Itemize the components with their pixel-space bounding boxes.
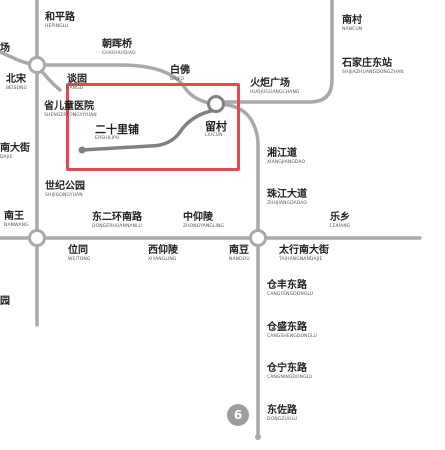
station-label-dong-erhuan-nanlu[interactable]: 东二环南路 DONGERHUANNANLU bbox=[92, 212, 142, 229]
station-label-baifo[interactable]: 白佛 BAIFO bbox=[170, 65, 190, 82]
station-ershilipu-terminal bbox=[78, 146, 86, 154]
line-badge-label: 6 bbox=[233, 408, 243, 422]
station-label-cangfeng-donglu[interactable]: 仓丰东路 CANGFENGDONGLU bbox=[267, 280, 314, 297]
edge-label-bottom: 园 bbox=[0, 296, 10, 307]
edge-label-mid: 南大街 DAJIE bbox=[0, 143, 30, 160]
station-label-ershilipu[interactable]: 二十里铺 ERSHILIPU bbox=[95, 123, 139, 141]
station-label-weitong[interactable]: 位同 WEITONG bbox=[68, 245, 91, 262]
station-beisong-transfer bbox=[28, 56, 46, 74]
station-label-nandou[interactable]: 南豆 NANDOU bbox=[229, 245, 250, 262]
station-nandou-transfer bbox=[249, 229, 267, 247]
station-label-cangsheng-donglu[interactable]: 仓盛东路 CANGSHENGDONGLU bbox=[267, 322, 317, 339]
station-label-sheng-ertong-yiyuan[interactable]: 省儿童医院 SHENGERTONGYIYUAN bbox=[44, 101, 97, 118]
station-label-nanwang[interactable]: 南王 NANWANG bbox=[4, 211, 29, 228]
station-label-tangu[interactable]: 谈固 TANGU bbox=[67, 74, 87, 91]
metro-line-6-main bbox=[214, 102, 260, 439]
station-label-xi-yangling[interactable]: 西仰陵 XIYANGLING bbox=[148, 245, 178, 262]
station-label-taihang-nandajie[interactable]: 太行南大街 TAIHANGNANDAJIE bbox=[279, 245, 329, 262]
line-6-badge-icon: 6 bbox=[227, 404, 249, 426]
metro-line-northeast bbox=[214, 0, 334, 104]
metro-line-upper-arc bbox=[0, 50, 218, 106]
station-label-lexiang[interactable]: 乐乡 LEXIANG bbox=[330, 212, 351, 229]
station-label-zhujiang-dadao[interactable]: 珠江大道 ZHUJIANGDADAO bbox=[267, 189, 308, 206]
station-label-beisong[interactable]: 北宋 BEISONG bbox=[6, 74, 28, 91]
station-label-zhong-yangling[interactable]: 中仰陵 ZHONGYANGLING bbox=[183, 212, 224, 229]
station-label-liucun[interactable]: 留村 LIUCUN bbox=[205, 120, 227, 138]
station-label-huoju-guangchang[interactable]: 火炬广场 HUOJUGUANGCHANG bbox=[250, 78, 300, 95]
station-label-nancun[interactable]: 南村 NANCUN bbox=[342, 15, 363, 32]
station-label-cangning-donglu[interactable]: 仓宁东路 CANGNINGDONGLU bbox=[267, 363, 313, 380]
station-label-xiangjiang-dao[interactable]: 湘江道 XIANGJIANGDAO bbox=[267, 148, 306, 165]
metro-line-selected-segment bbox=[80, 108, 218, 152]
station-liucun-transfer bbox=[207, 95, 225, 113]
station-nanwang-transfer bbox=[28, 229, 46, 247]
station-label-shijiazhuang-dong[interactable]: 石家庄东站 SHIJIAZHUANGDONGZHAN bbox=[342, 58, 404, 75]
station-label-dongzuo-lu[interactable]: 东佐路 DONGZUOLU bbox=[267, 405, 298, 422]
station-label-shiji-gongyuan[interactable]: 世纪公园 SHIJIGONGYUAN bbox=[45, 181, 85, 198]
selected-segment-highlight bbox=[66, 83, 240, 171]
station-label-heping-lu[interactable]: 和平路 HEPINGLU bbox=[45, 12, 75, 29]
edge-label-top: 场 bbox=[0, 43, 10, 54]
station-label-chaohui-qiao[interactable]: 朝晖桥 CHAOHUIQIAO bbox=[102, 39, 136, 56]
station-dongzuolu-terminal bbox=[255, 434, 261, 440]
